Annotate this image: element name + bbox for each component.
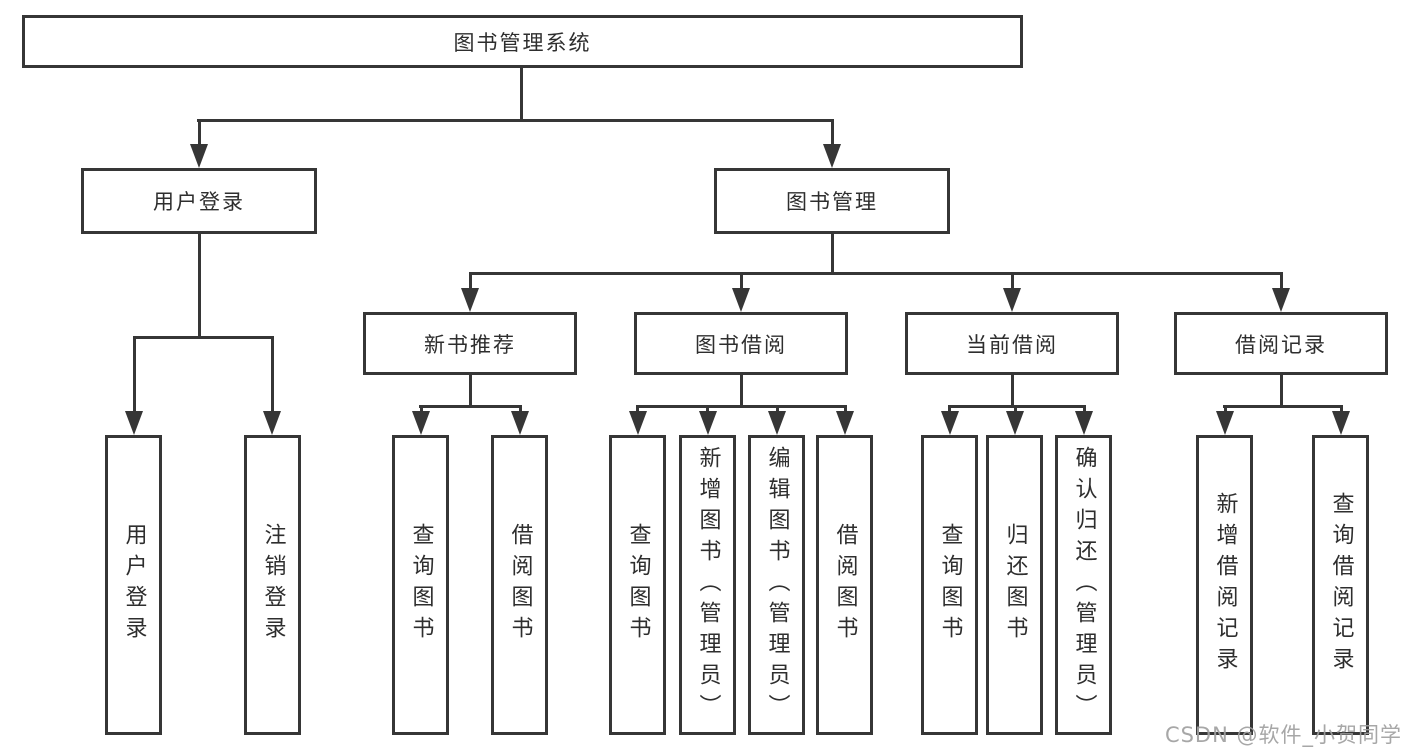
leaf-borrow-add: 新增图书（管理员） xyxy=(679,435,736,735)
connector-leaf-stub xyxy=(518,405,522,416)
arrowhead-down-icon xyxy=(511,411,529,435)
connector-current-borrow-stem xyxy=(1010,375,1014,408)
connector-borrow-records-hline xyxy=(1223,405,1343,408)
leaf-user-login: 用户登录 xyxy=(105,435,162,735)
leaf-newbooks-query-label: 查询图书 xyxy=(408,523,434,647)
connector-book-mgmt-stem xyxy=(830,234,834,275)
leaf-records-query: 查询借阅记录 xyxy=(1312,435,1369,735)
leaf-current-query: 查询图书 xyxy=(921,435,978,735)
connector-leaf-stub xyxy=(1082,405,1086,416)
connector-leaf-stub xyxy=(419,405,423,416)
leaf-borrow-add-label: 新增图书（管理员） xyxy=(695,445,721,725)
node-new-books-label: 新书推荐 xyxy=(424,332,516,357)
arrowhead-down-icon xyxy=(629,411,647,435)
arrowhead-down-icon xyxy=(768,411,786,435)
connector-book-mgmt-stub xyxy=(830,119,834,150)
connector-new-books-hline xyxy=(419,405,522,408)
leaf-borrow-query: 查询图书 xyxy=(609,435,666,735)
connector-leaf-stub xyxy=(775,405,779,416)
leaf-newbooks-query: 查询图书 xyxy=(392,435,449,735)
leaf-current-return: 归还图书 xyxy=(986,435,1043,735)
connector-borrow-records-stub xyxy=(1279,272,1283,294)
leaf-records-add-label: 新增借阅记录 xyxy=(1212,492,1238,678)
arrowhead-down-icon xyxy=(1006,411,1024,435)
leaf-borrow-borrow: 借阅图书 xyxy=(816,435,873,735)
connector-user-group-hline xyxy=(132,336,274,339)
connector-leaf-stub xyxy=(636,405,639,416)
leaf-newbooks-borrow-label: 借阅图书 xyxy=(507,523,533,647)
leaf-current-confirm-label: 确认归还（管理员） xyxy=(1071,445,1097,725)
arrowhead-down-icon xyxy=(461,288,479,312)
node-borrow-records: 借阅记录 xyxy=(1174,312,1388,375)
arrowhead-down-icon xyxy=(699,411,717,435)
arrowhead-down-icon xyxy=(412,411,430,435)
node-book-mgmt-label: 图书管理 xyxy=(786,190,878,214)
connector-leaf-stub xyxy=(706,405,709,416)
arrowhead-down-icon xyxy=(941,411,959,435)
arrowhead-down-icon xyxy=(1272,288,1290,312)
leaf-borrow-query-label: 查询图书 xyxy=(625,523,651,647)
connector-user-leaf2-stub xyxy=(270,336,274,416)
arrowhead-down-icon xyxy=(190,144,208,168)
leaf-current-query-label: 查询图书 xyxy=(937,523,963,647)
node-root: 图书管理系统 xyxy=(22,15,1023,68)
connector-leaf-stub xyxy=(843,405,847,416)
connector-current-borrow-stub xyxy=(1010,272,1014,294)
connector-current-borrow-hline xyxy=(948,405,1086,408)
arrowhead-down-icon xyxy=(1332,411,1350,435)
leaf-borrow-borrow-label: 借阅图书 xyxy=(832,523,858,647)
connector-leaf-stub xyxy=(1339,405,1343,416)
connector-book-borrow-stem xyxy=(739,375,743,408)
leaf-logout: 注销登录 xyxy=(244,435,301,735)
node-new-books: 新书推荐 xyxy=(363,312,577,375)
node-user-login: 用户登录 xyxy=(81,168,317,234)
arrowhead-down-icon xyxy=(1075,411,1093,435)
node-book-borrow: 图书借阅 xyxy=(634,312,848,375)
leaf-user-login-label: 用户登录 xyxy=(121,523,147,647)
leaf-current-confirm: 确认归还（管理员） xyxy=(1055,435,1112,735)
connector-new-books-stub xyxy=(468,272,472,294)
leaf-borrow-edit-label: 编辑图书（管理员） xyxy=(764,445,790,725)
leaf-newbooks-borrow: 借阅图书 xyxy=(491,435,548,735)
connector-user-login-stem xyxy=(197,234,201,339)
connector-new-books-stem xyxy=(468,375,472,408)
arrowhead-down-icon xyxy=(263,411,281,435)
connector-user-leaf1-stub xyxy=(132,336,136,416)
connector-level3-hline xyxy=(468,272,1283,275)
watermark: CSDN @软件_小贺同学 xyxy=(1164,723,1402,747)
arrowhead-down-icon xyxy=(823,144,841,168)
node-book-mgmt: 图书管理 xyxy=(714,168,950,234)
node-root-label: 图书管理系统 xyxy=(453,30,592,55)
leaf-records-add: 新增借阅记录 xyxy=(1196,435,1253,735)
arrowhead-down-icon xyxy=(732,288,750,312)
connector-root-stem xyxy=(519,68,523,122)
connector-leaf-stub xyxy=(1223,405,1227,416)
node-book-borrow-label: 图书借阅 xyxy=(695,332,787,357)
leaf-current-return-label: 归还图书 xyxy=(1002,523,1028,647)
connector-user-login-stub xyxy=(197,119,201,150)
arrowhead-down-icon xyxy=(1003,288,1021,312)
arrowhead-down-icon xyxy=(1216,411,1234,435)
node-user-login-label: 用户登录 xyxy=(153,190,245,214)
node-borrow-records-label: 借阅记录 xyxy=(1235,332,1327,357)
node-current-borrow-label: 当前借阅 xyxy=(966,332,1058,357)
connector-leaf-stub xyxy=(1013,405,1017,416)
connector-leaf-stub xyxy=(948,405,951,416)
connector-book-borrow-hline xyxy=(636,405,847,408)
arrowhead-down-icon xyxy=(836,411,854,435)
connector-level2-hline xyxy=(197,119,834,122)
connector-borrow-records-stem xyxy=(1279,375,1283,408)
leaf-logout-label: 注销登录 xyxy=(260,523,286,647)
node-current-borrow: 当前借阅 xyxy=(905,312,1119,375)
arrowhead-down-icon xyxy=(125,411,143,435)
leaf-records-query-label: 查询借阅记录 xyxy=(1328,492,1354,678)
connector-book-borrow-stub xyxy=(739,272,743,294)
leaf-borrow-edit: 编辑图书（管理员） xyxy=(748,435,805,735)
